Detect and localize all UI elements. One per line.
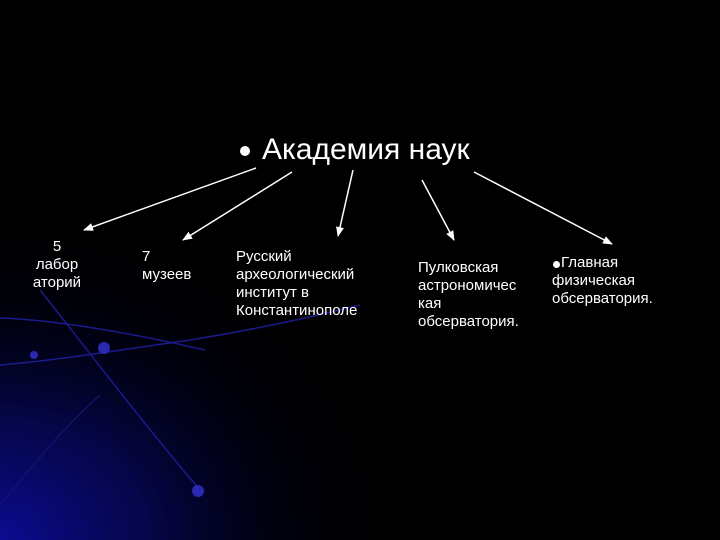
glow-region	[0, 200, 420, 540]
node-museums: 7 музеев	[142, 248, 192, 283]
arrow-to-labs	[83, 167, 257, 231]
arrow-to-museums	[182, 171, 293, 241]
bullet-icon	[240, 146, 250, 156]
node-main-observatory: Главная физическая обсерватория.	[552, 254, 653, 307]
node-institute: Русский археологический институт в Конст…	[236, 248, 358, 319]
diagram-title: Академия наук	[262, 133, 470, 166]
orbit-line	[39, 289, 201, 491]
bullet-icon	[553, 261, 560, 268]
node-pulkovo: Пулковская астрономичес кая обсерватория…	[418, 259, 519, 330]
orbit-line	[0, 304, 361, 366]
orbit-line	[0, 394, 101, 506]
arrow-to-pulkovo	[421, 179, 455, 241]
orbit-dot	[192, 485, 204, 497]
orbit-line	[0, 317, 206, 351]
orbit-dot	[30, 351, 38, 359]
arrow-to-main	[473, 171, 613, 245]
node-labs: 5 лабор аторий	[32, 238, 82, 291]
arrow-to-institute	[336, 169, 354, 237]
orbit-dot	[98, 342, 110, 354]
